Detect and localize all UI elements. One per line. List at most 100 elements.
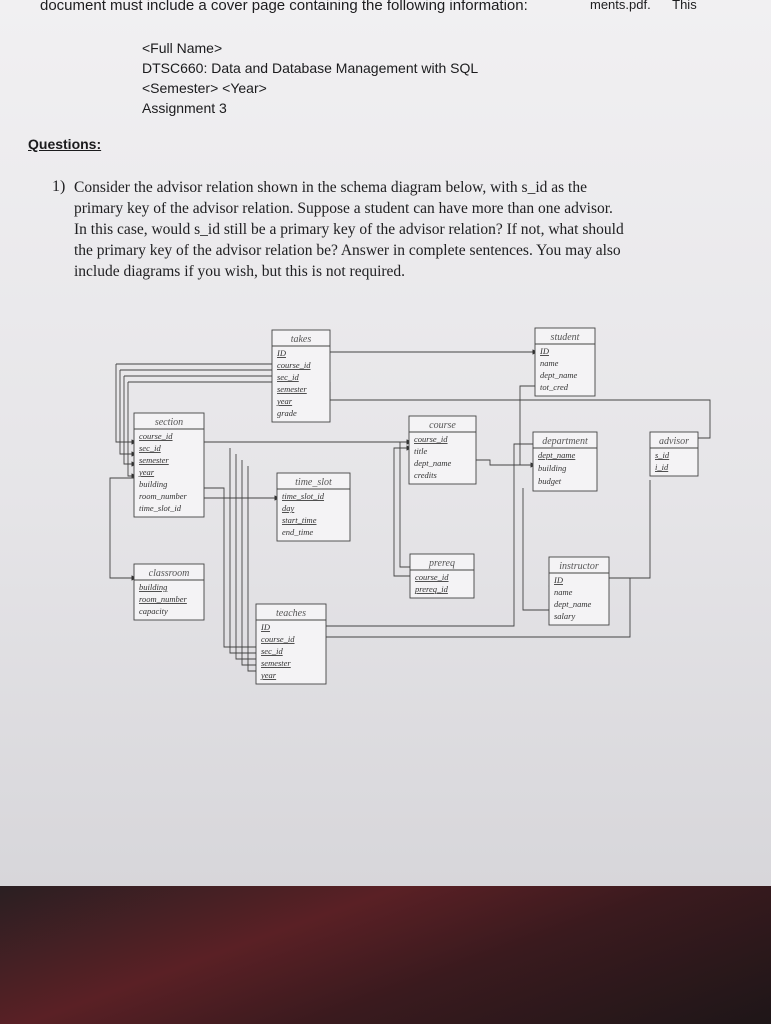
table-attribute: room_number [139, 491, 188, 501]
table-box [408, 415, 477, 485]
table-attribute: year [138, 467, 155, 477]
foreign-key-connector [476, 459, 536, 468]
table-attribute: year [276, 396, 293, 406]
background-surface [0, 886, 771, 1024]
table-attribute: ID [260, 622, 271, 632]
table-attribute: capacity [139, 606, 168, 616]
header-word-this: This [672, 0, 697, 12]
foreign-key-connector [393, 445, 412, 577]
table-attribute: semester [277, 384, 307, 394]
table-title: course [429, 420, 456, 431]
foreign-key-connector [115, 364, 137, 445]
table-box [649, 431, 699, 477]
cover-assignment: Assignment 3 [142, 100, 227, 116]
question-line: the primary key of the advisor relation … [74, 242, 621, 259]
table-title: department [542, 436, 588, 447]
table-box [255, 603, 327, 685]
table-attribute: dept_name [554, 599, 592, 609]
cover-semester-year: <Semester> <Year> [142, 80, 267, 96]
table-title: time_slot [295, 477, 332, 488]
table-attribute: start_time [282, 515, 317, 525]
foreign-key-connector [241, 460, 258, 666]
table-attribute: ID [539, 346, 550, 356]
table-title: student [551, 332, 580, 343]
foreign-key-connector [608, 480, 651, 579]
table-title: instructor [559, 561, 599, 572]
header-fragment: ments.pdf. This [590, 0, 697, 12]
foreign-key-connector [326, 443, 535, 627]
table-attribute: salary [554, 611, 575, 621]
table-attribute: ID [553, 575, 564, 585]
table-box [271, 329, 331, 423]
table-attribute: semester [139, 455, 169, 465]
table-attribute: course_id [414, 434, 448, 444]
question-line: include diagrams if you wish, but this i… [74, 263, 406, 280]
question-number: 1) [52, 178, 66, 195]
table-box [532, 431, 598, 492]
table-classroom: classroom building room_number capacity [133, 563, 205, 621]
table-attribute: credits [414, 470, 438, 480]
table-attribute: name [540, 358, 559, 368]
table-attribute: course_id [261, 634, 295, 644]
foreign-key-connector [235, 454, 258, 660]
table-title: takes [291, 334, 312, 345]
table-title: classroom [149, 568, 190, 579]
table-attribute: i_id [655, 462, 669, 472]
foreign-key-connector [247, 466, 258, 672]
table-attribute: dept_name [414, 458, 452, 468]
header-filename-fragment: ments.pdf. [590, 0, 651, 12]
table-attribute: semester [261, 658, 291, 668]
table-attribute: sec_id [277, 372, 299, 382]
table-attribute: grade [277, 408, 297, 418]
table-attribute: sec_id [139, 443, 161, 453]
table-attribute: year [260, 670, 277, 680]
table-title: prereq [428, 558, 455, 569]
table-box [276, 472, 351, 542]
table-box [548, 556, 610, 626]
table-attribute: end_time [282, 527, 313, 537]
table-attribute: building [139, 479, 167, 489]
table-attribute: sec_id [261, 646, 283, 656]
foreign-key-connector [204, 487, 258, 648]
table-title: section [155, 417, 183, 428]
cover-page-info: <Full Name> DTSC660: Data and Database M… [142, 38, 478, 118]
table-attribute: dept_name [538, 450, 576, 460]
foreign-key-connector [399, 439, 412, 568]
table-attribute: building [139, 582, 167, 592]
table-attribute: title [414, 446, 427, 456]
question-line: In this case, would s_id still be a prim… [74, 221, 624, 238]
table-attribute: dept_name [540, 370, 578, 380]
table-attribute: room_number [139, 594, 188, 604]
table-attribute: day [282, 503, 295, 513]
table-box [133, 412, 205, 518]
table-box [534, 327, 596, 397]
table-box [409, 553, 475, 599]
cover-course: DTSC660: Data and Database Management wi… [142, 60, 479, 76]
header-instruction: document must include a cover page conta… [40, 0, 528, 14]
table-attribute: course_id [277, 360, 311, 370]
table-attribute: time_slot_id [282, 491, 325, 501]
question-line: primary key of the advisor relation. Sup… [74, 200, 613, 217]
table-attribute: course_id [139, 431, 173, 441]
question-line: Consider the advisor relation shown in t… [74, 179, 587, 196]
foreign-key-connector [229, 448, 258, 654]
questions-heading: Questions: [28, 136, 102, 152]
table-attribute: s_id [655, 450, 670, 460]
table-attribute: time_slot_id [139, 503, 182, 513]
table-box [133, 563, 205, 621]
table-title: teaches [276, 608, 306, 619]
table-attribute: tot_cred [540, 382, 569, 392]
table-section: section course_id sec_id semester year buildi… [133, 412, 205, 518]
table-attribute: building [538, 463, 566, 473]
foreign-key-connector [119, 370, 137, 457]
foreign-key-connector [123, 376, 137, 467]
table-attribute: ID [276, 348, 287, 358]
foreign-key-connector [127, 382, 137, 479]
